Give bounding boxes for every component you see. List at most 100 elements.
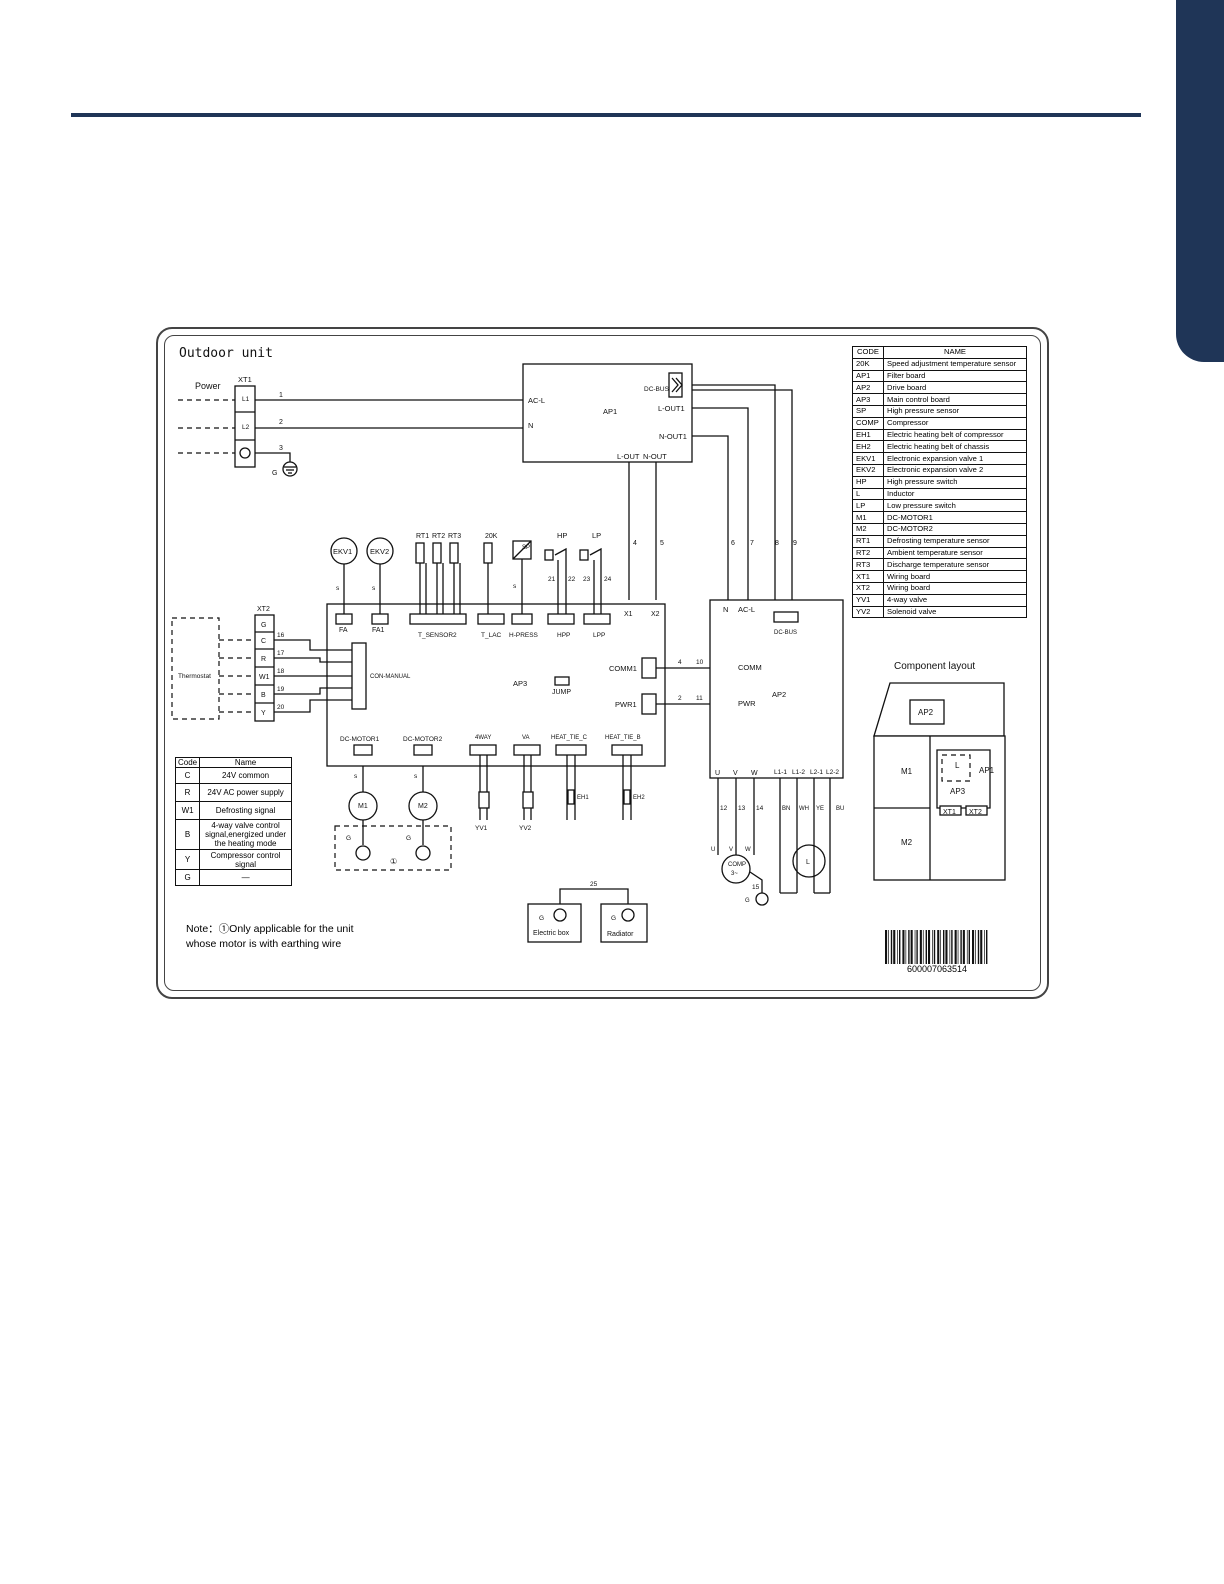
legend-header-code: CODE [852,346,884,359]
con-manual-connector [351,642,367,710]
ap2-wire-bu: BU [836,806,844,812]
layout-m1: M1 [901,767,913,776]
legend-code: AP2 [852,381,884,395]
radiator-g: G [611,915,616,922]
ap3-board [326,603,666,767]
ap2-dcbus-connector [773,611,799,623]
code-table-row: G— [174,869,292,886]
motor-ground-box [334,825,452,871]
ap2-dcbus-label: DC-BUS [774,630,797,636]
comp-phase: 3~ [731,871,738,877]
legend-code: M2 [852,522,884,536]
fa1-label: FA1 [372,627,385,634]
legend-code: XT2 [852,581,884,595]
legend-name: Wiring board [883,570,1027,583]
comp-ground-icon [755,892,769,906]
m1-label: M1 [358,803,368,810]
ekv2-label: EKV2 [370,547,389,556]
code-cell: B [174,819,201,850]
heat-tie-c-connector [555,744,587,756]
ap3-name: AP3 [513,679,527,688]
xt2-b: B [261,692,266,699]
xt2-y: Y [261,710,266,717]
power-ground-g: G [272,470,277,477]
ap1-n: N [528,421,533,430]
legend-header-name: NAME [883,346,1027,359]
hp-label: HP [557,531,567,540]
ap1-wire-5: 5 [660,540,664,547]
xt2-r: R [261,656,266,663]
legend-name: Electric heating belt of chassis [883,440,1027,454]
legend-name: DC-MOTOR2 [883,522,1027,536]
legend-code: EKV2 [852,463,884,477]
note-line-1: Note：①Only applicable for the unit [186,923,354,935]
barcode-bar [888,930,889,964]
barcode-bar [966,930,968,964]
legend-code: AP1 [852,369,884,383]
hp-wire-22: 22 [568,576,576,583]
sp-s: s [513,583,517,590]
barcode-bar [922,930,924,964]
legend-code: L [852,487,884,501]
m1-ground-icon [355,845,371,861]
legend-name: Electronic expansion valve 1 [883,452,1027,465]
name-cell: Compressor control signal [199,849,292,870]
barcode-bar [893,930,896,964]
eh1-heater-icon [567,789,575,805]
layout-ap1-panel [936,749,991,809]
xt1-l2: L2 [242,424,250,431]
barcode-bar [968,930,970,964]
ap1-lout1: L-OUT1 [658,404,685,413]
ap2-wire-13: 13 [738,805,746,812]
legend-code: RT3 [852,558,884,572]
comm1-connector [641,657,657,679]
ap1-wire-8: 8 [775,540,779,547]
legend-name: Filter board [883,369,1027,383]
thermostat-dash-wires [219,639,255,713]
xt1-l1: L1 [242,396,250,403]
legend-name: Defrosting temperature sensor [883,534,1027,548]
ap1-board [522,363,693,463]
barcode-bar [890,930,893,964]
m2-ground-icon [415,845,431,861]
xt2-label: XT2 [257,606,270,613]
ap1-acl: AC-L [528,396,545,405]
legend-header: CODE NAME [852,346,1027,359]
20k-label: 20K [485,533,498,540]
ap1-wire-4: 4 [633,540,637,547]
yv1-valve-icon [478,791,490,809]
ekv2-s: s [372,585,376,592]
legend-name: Wiring board [883,581,1027,595]
eh2-heater-icon [623,789,631,805]
ap3-jump: JUMP [552,689,571,696]
xt2-c: C [261,638,266,645]
name-cell: 24V common [199,767,292,784]
xt2-wire-20: 20 [277,704,285,711]
layout-ap1: AP1 [979,766,995,775]
layout-ap2: AP2 [918,708,934,717]
legend-name: Compressor [883,416,1027,430]
x2-label: X2 [651,611,660,618]
xt2-g: G [261,622,266,629]
ap2-board [709,599,844,779]
barcode-bar [943,930,945,964]
code-cell: W1 [174,801,201,820]
eh2-label: EH2 [633,795,645,801]
barcode-bar [972,930,975,964]
ap2-wire-ye: YE [816,806,824,812]
rt2-sensor-icon [432,542,442,564]
